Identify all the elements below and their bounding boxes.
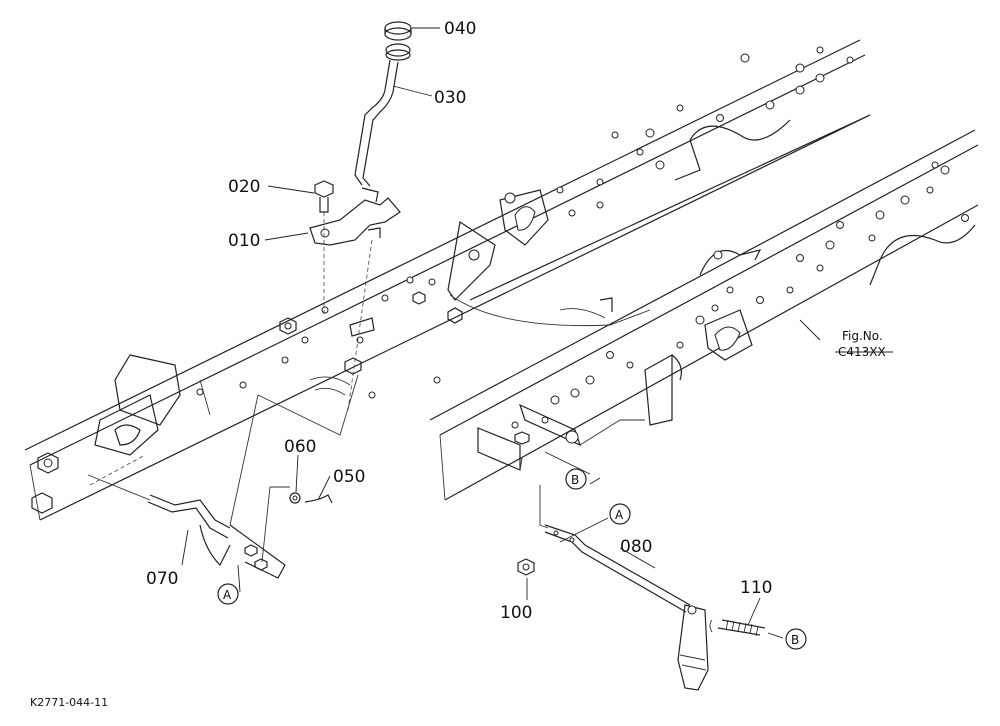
frame-rail-lower (429, 129, 979, 501)
fig-code: C413XX (838, 345, 886, 359)
ref-marker-b-upper: B (565, 468, 587, 490)
ref-marker-a-left: A (217, 583, 239, 605)
callout-020: 020 (228, 177, 260, 197)
callout-030: 030 (434, 88, 466, 108)
frame-rail-upper (24, 39, 871, 521)
callout-070: 070 (146, 569, 178, 589)
svg-text:B: B (571, 473, 579, 487)
drawing-code: K2771-044-11 (30, 696, 108, 709)
callout-110: 110 (740, 578, 772, 598)
ref-marker-b-lower: B (785, 628, 807, 650)
lower-right-linkage (477, 403, 766, 691)
callout-100: 100 (500, 603, 532, 623)
cross-frame (31, 220, 651, 514)
callout-080: 080 (620, 537, 652, 557)
svg-text:A: A (223, 588, 232, 602)
pedal-rod-assembly (309, 21, 412, 411)
leader-lines (181, 27, 893, 639)
callout-050: 050 (333, 467, 365, 487)
svg-text:A: A (615, 508, 624, 522)
callout-040: 040 (444, 19, 476, 39)
callout-010: 010 (228, 231, 260, 251)
fig-label: Fig.No. (842, 329, 883, 343)
svg-text:B: B (791, 633, 799, 647)
callout-060: 060 (284, 437, 316, 457)
ref-marker-a-right: A (609, 503, 631, 525)
lower-left-linkage (87, 374, 359, 579)
